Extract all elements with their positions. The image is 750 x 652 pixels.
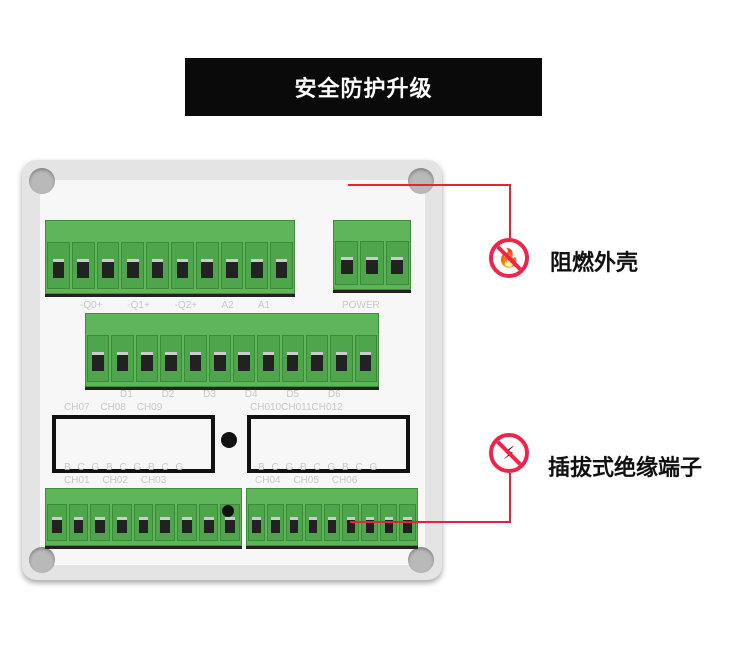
bcg-left: B C G B C G B C G xyxy=(64,462,186,473)
no-fire-icon: 🔥 xyxy=(489,238,529,278)
label: A2 xyxy=(221,300,234,311)
terminal-screw[interactable] xyxy=(266,504,284,541)
feature-pluggable-terminal: 插拔式绝缘端子 xyxy=(548,456,703,481)
top-labels: -Q0+ -Q1+ -Q2+ A2 A1 xyxy=(80,300,270,311)
d-labels: D1 D2 D3 D4 D5 D6 xyxy=(120,389,341,400)
terminal-screw[interactable] xyxy=(198,504,219,541)
terminal-screw[interactable] xyxy=(112,504,132,541)
terminal-screw[interactable] xyxy=(330,335,353,382)
terminal-screw[interactable] xyxy=(281,335,304,382)
indicator-dot xyxy=(221,432,237,448)
label: -Q2+ xyxy=(174,300,198,311)
terminal-screw[interactable] xyxy=(146,242,169,289)
label: CH012 xyxy=(311,402,343,413)
label: D5 xyxy=(286,389,300,400)
terminal-screw[interactable] xyxy=(135,335,158,382)
terminal-screw[interactable] xyxy=(220,242,244,289)
terminal-screw[interactable] xyxy=(323,504,341,541)
callout-line xyxy=(509,473,511,523)
terminal-screw[interactable] xyxy=(155,504,176,541)
callout-line xyxy=(509,184,511,238)
label: CH06 xyxy=(331,475,358,486)
terminal-screw[interactable] xyxy=(121,242,145,289)
label: CH03 xyxy=(140,475,167,486)
label: D6 xyxy=(327,389,341,400)
label: CH09 xyxy=(136,402,163,413)
indicator-dot xyxy=(222,505,234,517)
ch-upper-left: CH07 CH08 CH09 xyxy=(64,402,162,413)
label: -Q1+ xyxy=(127,300,150,311)
terminal-screw[interactable] xyxy=(354,335,377,382)
terminal-block-power[interactable] xyxy=(333,220,411,290)
terminal-screw[interactable] xyxy=(270,242,293,289)
callout-line xyxy=(350,521,511,523)
feature-flame-retardant: 阻燃外壳 xyxy=(550,251,639,276)
label: A1 xyxy=(257,300,271,311)
terminal-screw[interactable] xyxy=(305,335,329,382)
label: D2 xyxy=(161,389,175,400)
terminal-screw[interactable] xyxy=(285,504,303,541)
label: -Q0+ xyxy=(80,300,103,311)
terminal-screw[interactable] xyxy=(68,504,89,541)
label: CH07 xyxy=(64,402,90,413)
terminal-screw[interactable] xyxy=(208,335,231,382)
label: D4 xyxy=(244,389,258,400)
terminal-screw[interactable] xyxy=(87,335,110,382)
terminal-screw[interactable] xyxy=(360,240,384,285)
terminal-screw[interactable] xyxy=(232,335,256,382)
callout-line xyxy=(348,184,511,186)
label: CH01 xyxy=(64,475,90,486)
label: CH05 xyxy=(293,475,319,486)
label: D3 xyxy=(203,389,216,400)
terminal-screw[interactable] xyxy=(90,504,111,541)
label: CH08 xyxy=(100,402,126,413)
ch-lower-right: CH04 CH05 CH06 xyxy=(255,475,357,486)
terminal-block-top[interactable] xyxy=(45,220,295,294)
label: D1 xyxy=(120,389,133,400)
ch-lower-left: CH01 CH02 CH03 xyxy=(64,475,166,486)
terminal-screw[interactable] xyxy=(159,335,183,382)
terminal-block-middle[interactable] xyxy=(85,313,379,387)
label-window-right xyxy=(247,415,410,473)
terminal-screw[interactable] xyxy=(245,242,269,289)
terminal-screw[interactable] xyxy=(304,504,322,541)
bcg-right: B C G B C G B C G xyxy=(258,462,380,473)
terminal-screw[interactable] xyxy=(184,335,207,382)
terminal-screw[interactable] xyxy=(335,240,359,285)
screw-hole xyxy=(408,547,434,573)
terminal-screw[interactable] xyxy=(71,242,95,289)
terminal-screw[interactable] xyxy=(257,335,280,382)
terminal-block-bottom-right[interactable] xyxy=(246,488,418,546)
terminal-screw[interactable] xyxy=(385,240,409,285)
screw-hole xyxy=(29,547,55,573)
label: CH04 xyxy=(255,475,281,486)
power-label: POWER xyxy=(342,300,380,311)
terminal-screw[interactable] xyxy=(248,504,265,541)
terminal-block-bottom-left[interactable] xyxy=(45,488,242,546)
terminal-screw[interactable] xyxy=(195,242,219,289)
terminal-screw[interactable] xyxy=(47,504,67,541)
label: CH02 xyxy=(102,475,128,486)
label: CH011 xyxy=(281,402,312,413)
terminal-screw[interactable] xyxy=(177,504,197,541)
no-lightning-icon: ⚡ xyxy=(489,433,529,473)
terminal-screw[interactable] xyxy=(96,242,120,289)
terminal-screw[interactable] xyxy=(170,242,194,289)
terminal-screw[interactable] xyxy=(133,504,154,541)
label: CH010 xyxy=(250,402,282,413)
screw-hole xyxy=(408,168,434,194)
terminal-screw[interactable] xyxy=(111,335,134,382)
screw-hole xyxy=(29,168,55,194)
title-banner: 安全防护升级 xyxy=(185,58,542,116)
terminal-screw[interactable] xyxy=(47,242,70,289)
label-window-left xyxy=(52,415,215,473)
ch-upper-right: CH010CH011CH012 xyxy=(250,402,343,413)
